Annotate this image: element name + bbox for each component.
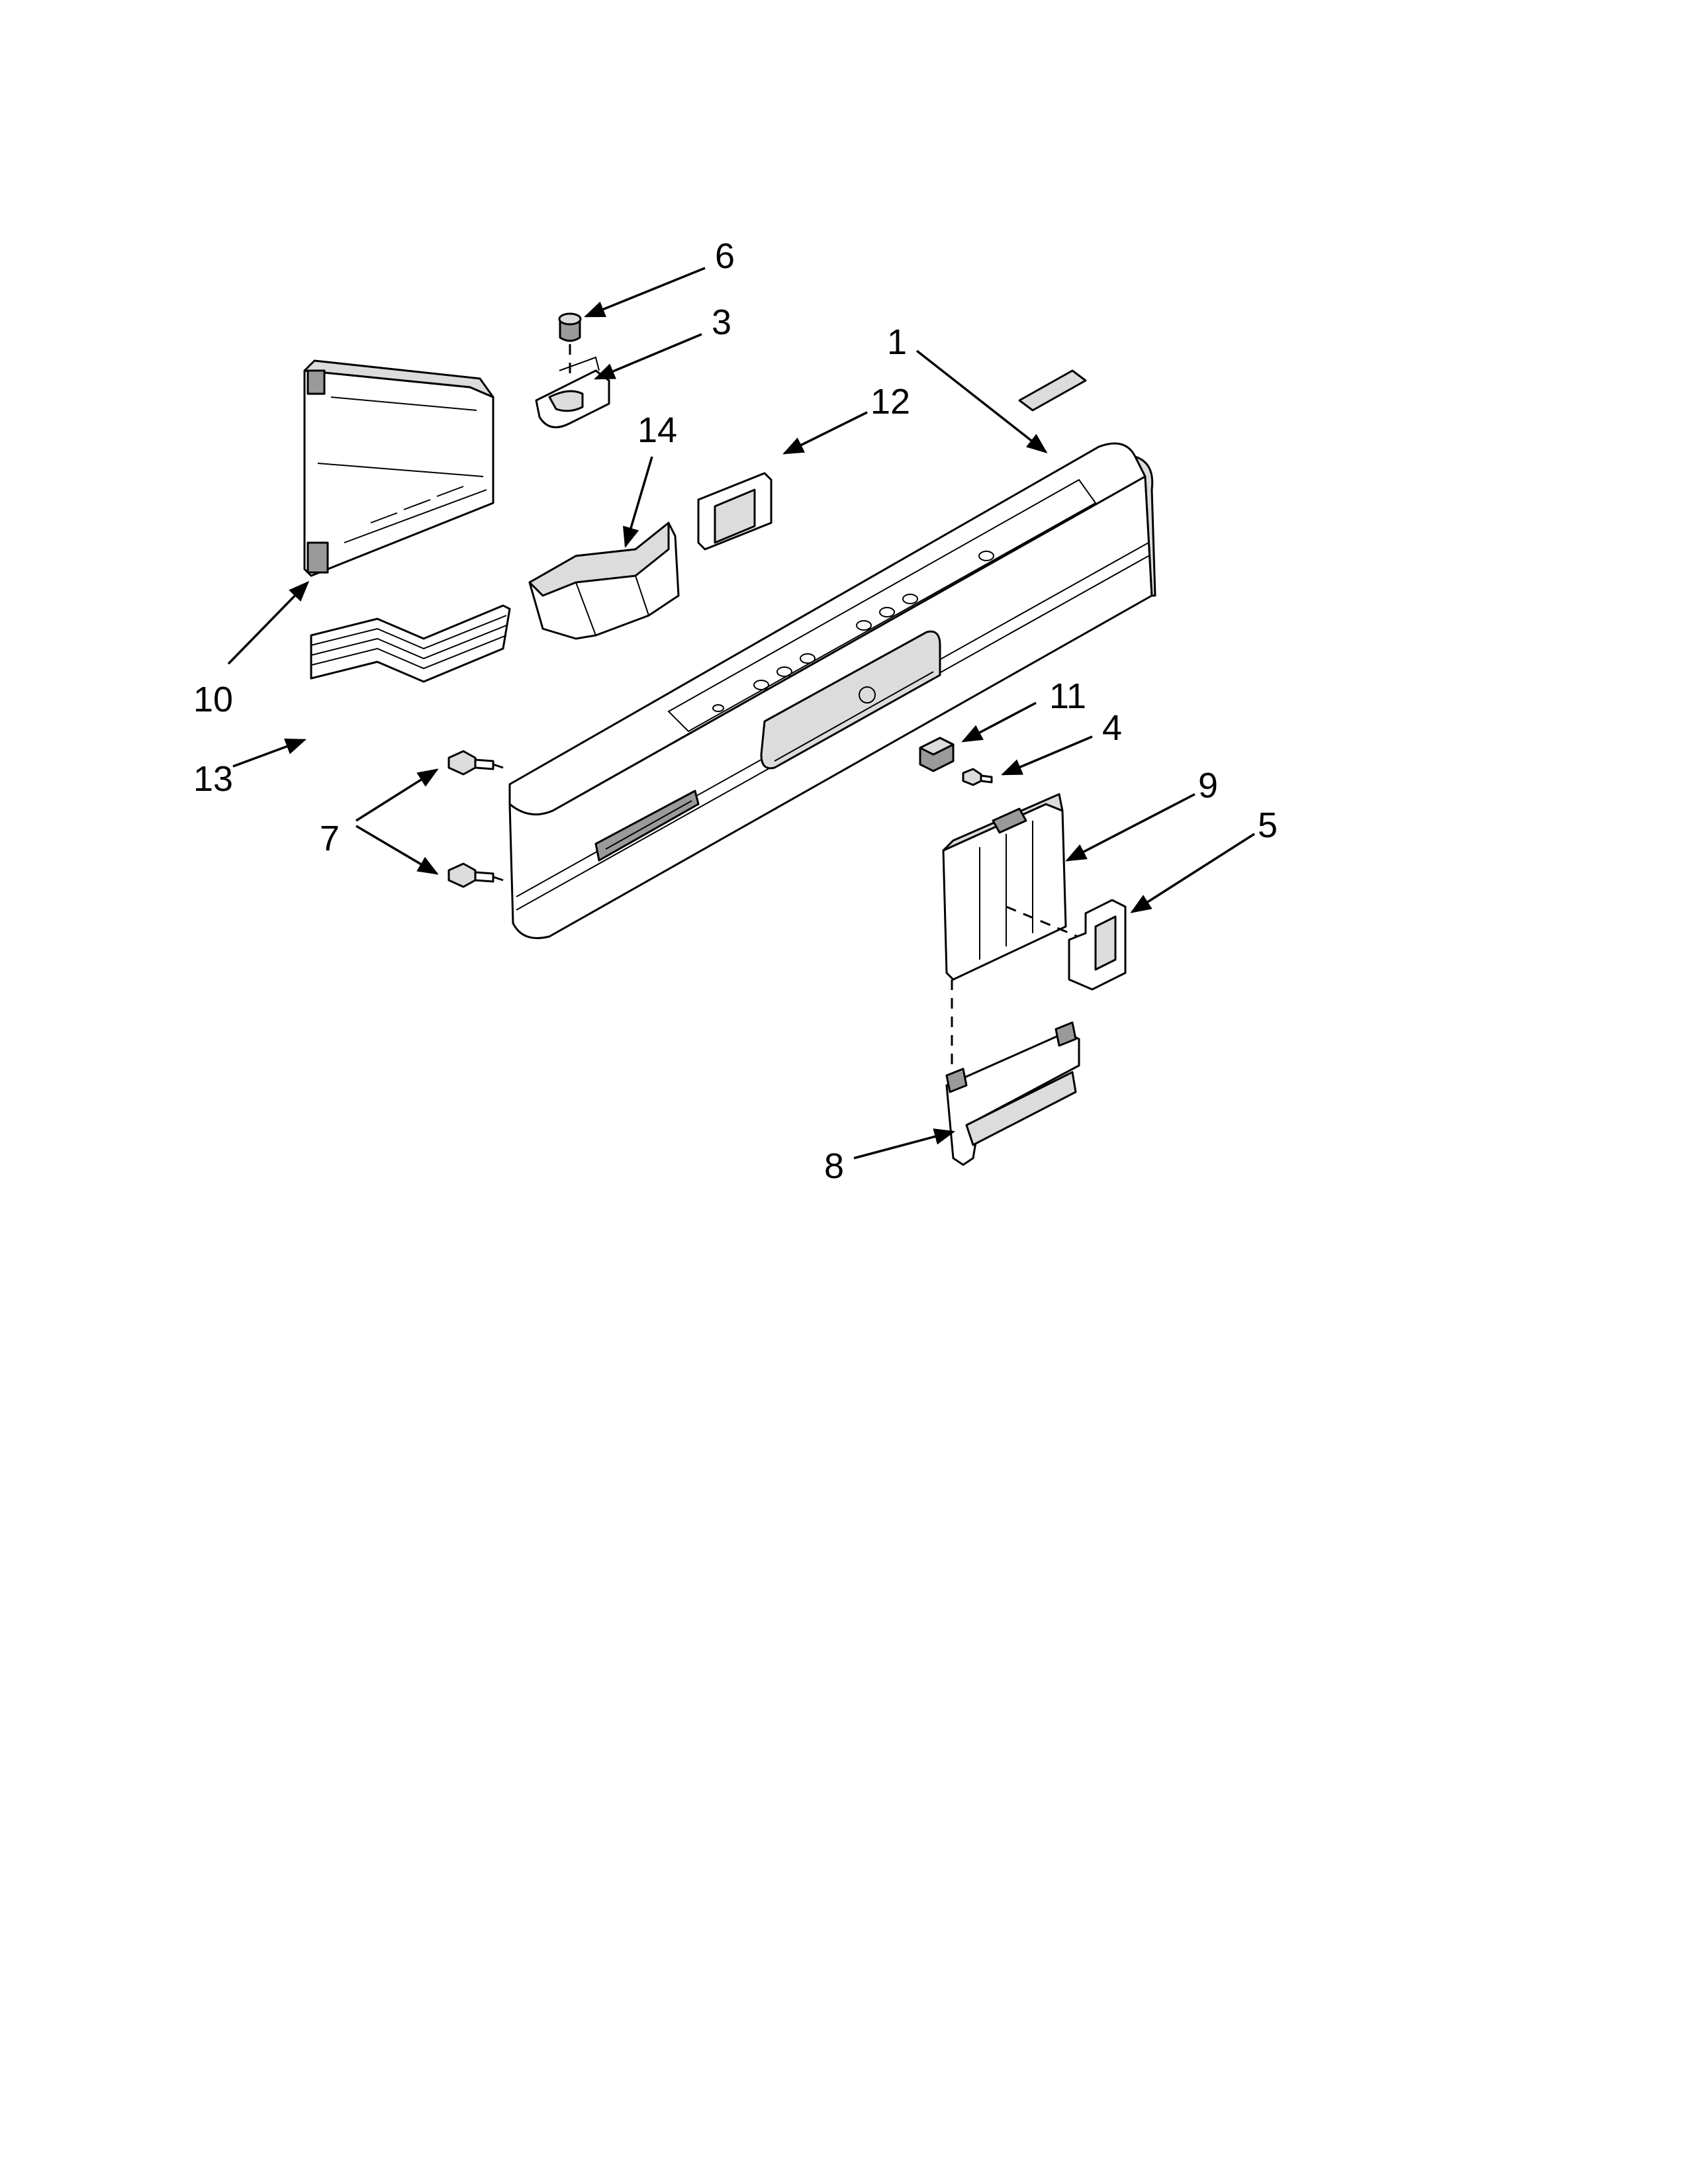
callout-1: 1 bbox=[887, 322, 907, 362]
callout-8: 8 bbox=[824, 1146, 844, 1186]
dash-9-5 bbox=[1006, 905, 1086, 941]
callout-11: 11 bbox=[1049, 676, 1086, 716]
dash-7-lower bbox=[492, 876, 504, 882]
callout-7: 7 bbox=[320, 819, 340, 858]
callout-6: 6 bbox=[715, 236, 735, 276]
part-6-cap bbox=[558, 312, 582, 342]
part-9-latch-housing bbox=[942, 793, 1067, 981]
dash-7-upper bbox=[492, 763, 504, 769]
leader-14 bbox=[622, 456, 653, 549]
part-13-ribbon-cable bbox=[310, 604, 511, 683]
part-12-connector bbox=[697, 472, 773, 551]
leader-5 bbox=[1130, 833, 1255, 913]
part-3-holder bbox=[535, 356, 610, 429]
part-7-screw-lower bbox=[447, 862, 494, 888]
callout-9: 9 bbox=[1198, 766, 1218, 805]
leader-13 bbox=[232, 739, 306, 768]
part-4-screw bbox=[962, 768, 993, 786]
callout-4: 4 bbox=[1102, 708, 1122, 748]
part-11-clip bbox=[919, 737, 955, 772]
callout-10: 10 bbox=[193, 680, 233, 719]
part-7-screw-upper bbox=[447, 750, 494, 776]
part-8-bottom-bracket bbox=[945, 1021, 1080, 1166]
leader-4 bbox=[1001, 735, 1093, 776]
callout-labels: 6 3 1 12 14 10 13 7 11 4 9 5 8 bbox=[193, 236, 1278, 1186]
part-14-bracket bbox=[528, 522, 680, 640]
leader-12 bbox=[782, 411, 868, 455]
leader-8 bbox=[853, 1128, 956, 1160]
part-5-latch-arm bbox=[1068, 899, 1127, 991]
leader-11 bbox=[961, 702, 1037, 743]
leader-9 bbox=[1065, 793, 1196, 862]
leader-1 bbox=[915, 349, 1048, 453]
leader-3 bbox=[594, 333, 702, 380]
leader-7-upper bbox=[355, 768, 439, 822]
callout-3: 3 bbox=[712, 302, 731, 342]
callout-5: 5 bbox=[1258, 805, 1278, 845]
callout-12: 12 bbox=[870, 382, 910, 422]
callout-14: 14 bbox=[637, 410, 677, 450]
leader-6 bbox=[584, 267, 706, 318]
leader-10 bbox=[227, 580, 310, 665]
leader-7-lower bbox=[355, 825, 439, 875]
part-10-control-board bbox=[303, 359, 494, 577]
part-control-panel bbox=[508, 369, 1156, 939]
callout-13: 13 bbox=[193, 759, 233, 799]
leader-lines bbox=[227, 267, 1255, 1160]
